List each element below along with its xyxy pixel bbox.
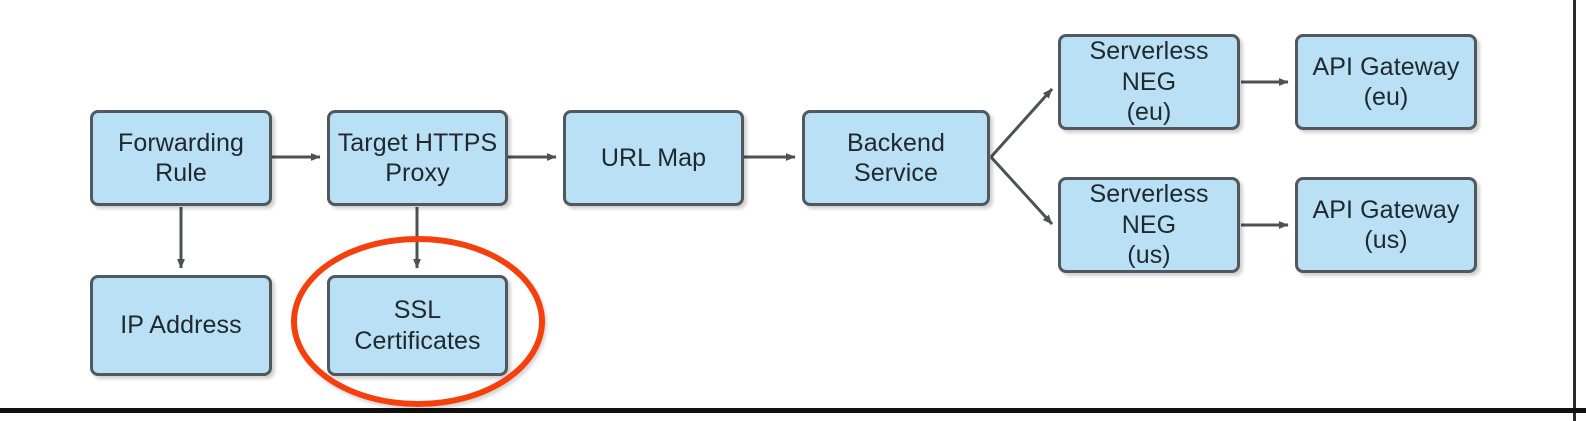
node-backend-service[interactable]: Backend Service — [802, 110, 990, 206]
node-url-map-label: URL Map — [600, 143, 707, 172]
node-target-https-proxy-label: Target HTTPS Proxy — [337, 128, 498, 188]
node-serverless-neg-eu[interactable]: Serverless NEG (eu) — [1058, 34, 1240, 130]
node-target-https-proxy[interactable]: Target HTTPS Proxy — [327, 110, 508, 206]
node-api-gateway-eu[interactable]: API Gateway (eu) — [1295, 34, 1477, 130]
node-url-map[interactable]: URL Map — [563, 110, 744, 206]
node-api-gateway-us-label: API Gateway (us) — [1312, 195, 1460, 255]
node-backend-service-label: Backend Service — [847, 128, 945, 188]
edge-backend-service-to-serverless-neg-eu — [989, 87, 1054, 159]
frame-border-right — [1573, 0, 1576, 421]
edge-backend-service-to-serverless-neg-us — [989, 155, 1054, 226]
node-api-gateway-us[interactable]: API Gateway (us) — [1295, 177, 1477, 273]
node-forwarding-rule[interactable]: Forwarding Rule — [90, 110, 272, 206]
node-ip-address-label: IP Address — [120, 311, 242, 340]
node-forwarding-rule-label: Forwarding Rule — [117, 128, 245, 188]
node-serverless-neg-us[interactable]: Serverless NEG (us) — [1058, 177, 1240, 273]
node-ip-address[interactable]: IP Address — [90, 275, 272, 376]
node-serverless-neg-us-label: Serverless NEG (us) — [1089, 180, 1209, 270]
node-serverless-neg-eu-label: Serverless NEG (eu) — [1089, 37, 1209, 127]
node-ssl-certificates[interactable]: SSL Certificates — [327, 275, 508, 376]
node-ssl-certificates-label: SSL Certificates — [354, 296, 481, 355]
frame-border-bottom — [0, 408, 1586, 413]
node-api-gateway-eu-label: API Gateway (eu) — [1312, 52, 1460, 112]
